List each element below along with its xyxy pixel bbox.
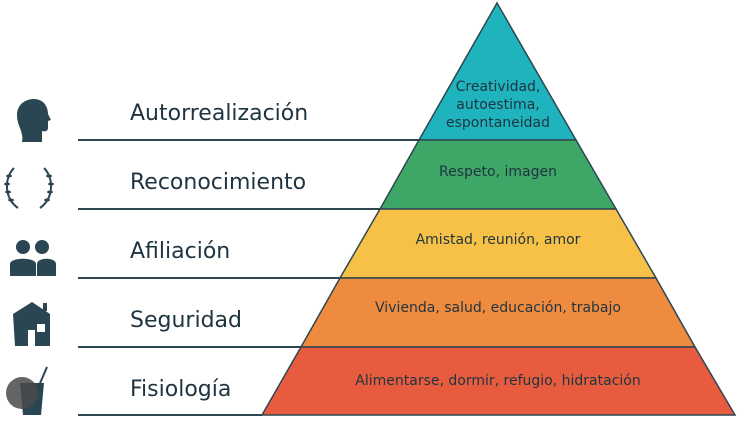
level-needs-3: Amistad, reunión, amor	[415, 232, 581, 248]
need-text: espontaneidad	[445, 115, 551, 131]
level-name-5: Fisiología	[130, 377, 232, 402]
people-icon	[10, 240, 56, 276]
pyramid-level-5	[260, 346, 737, 416]
laurel-icon	[4, 167, 54, 209]
level-needs-5: Alimentarse, dormir, refugio, hidratació…	[355, 373, 641, 389]
house-icon	[13, 302, 50, 346]
lens-icon[interactable]	[6, 377, 38, 409]
level-name-2: Reconocimiento	[130, 170, 307, 195]
need-text: autoestima,	[456, 97, 540, 113]
level-needs-4: Vivienda, salud, educación, trabajo	[375, 300, 621, 316]
level-name-4: Seguridad	[130, 308, 242, 333]
need-text: Creatividad,	[455, 79, 541, 95]
divider-lines	[78, 139, 419, 416]
level-name-1: Autorrealización	[130, 101, 309, 126]
level-name-3: Afiliación	[130, 239, 231, 264]
level-needs-2: Respeto, imagen	[439, 164, 557, 180]
head-icon	[17, 99, 51, 142]
level-needs-1: Creatividad, autoestima, espontaneidad	[446, 78, 550, 132]
